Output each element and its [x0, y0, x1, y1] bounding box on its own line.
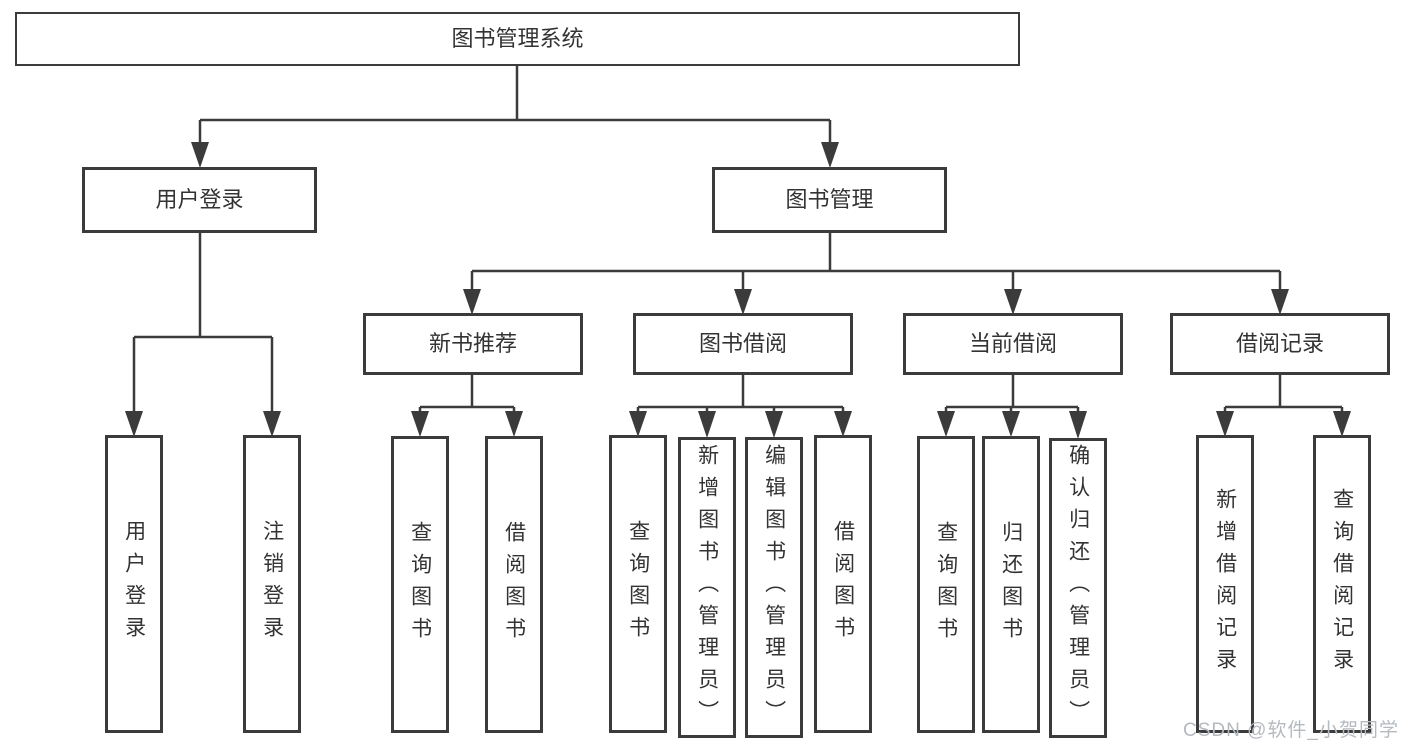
node-root: 图书管理系统 [15, 12, 1020, 66]
node-leaf-new-books-borrow: 借阅图书 [485, 436, 543, 733]
connector-book-borrow-children [629, 375, 852, 438]
node-leaf-book-borrow-query: 查询图书 [609, 435, 667, 733]
node-leaf-borrow-records-add: 新增借阅记录 [1196, 435, 1254, 733]
node-book-mgmt: 图书管理 [712, 167, 947, 233]
connector-new-books-children [411, 375, 523, 437]
node-user-login: 用户登录 [82, 167, 317, 233]
watermark-text: CSDN @软件_小贺同学 [1183, 720, 1399, 741]
connector-user-login-children [125, 233, 281, 437]
node-leaf-current-borrow-return: 归还图书 [982, 436, 1040, 733]
connector-book-mgmt-to-level3 [463, 233, 1289, 315]
connector-root-to-level2 [191, 66, 839, 168]
node-new-books: 新书推荐 [363, 313, 583, 375]
node-leaf-book-borrow-add: 新增图书（管理员） [678, 437, 736, 738]
node-current-borrow: 当前借阅 [903, 313, 1123, 375]
node-borrow-records: 借阅记录 [1170, 313, 1390, 375]
node-leaf-book-borrow-edit: 编辑图书（管理员） [745, 437, 803, 738]
node-leaf-new-books-query: 查询图书 [391, 436, 449, 733]
node-leaf-current-borrow-query: 查询图书 [917, 436, 975, 733]
node-leaf-book-borrow-borrow: 借阅图书 [814, 435, 872, 733]
node-book-borrow: 图书借阅 [633, 313, 853, 375]
node-leaf-logout: 注销登录 [243, 435, 301, 733]
connector-borrow-records-children [1216, 375, 1351, 437]
node-leaf-user-login: 用户登录 [105, 435, 163, 733]
node-leaf-borrow-records-query: 查询借阅记录 [1313, 435, 1371, 733]
node-leaf-current-borrow-confirm: 确认归还（管理员） [1049, 438, 1107, 738]
connector-current-borrow-children [937, 375, 1087, 439]
